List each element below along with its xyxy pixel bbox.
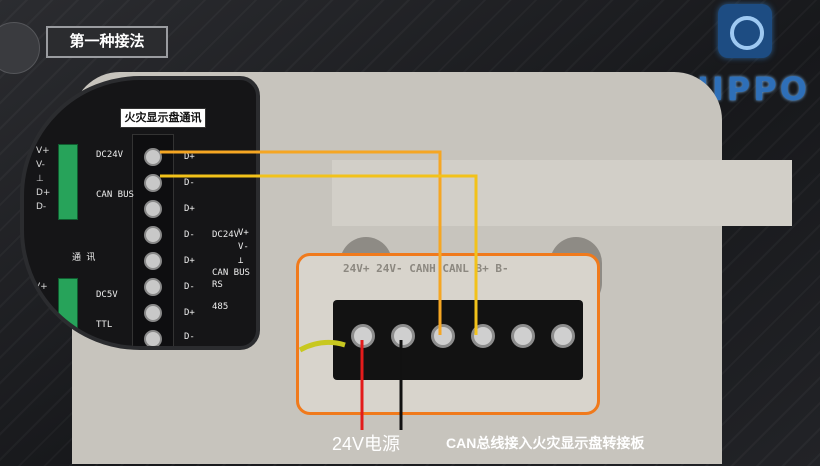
pin-label: V+: [36, 146, 50, 156]
board-screw: [471, 324, 495, 348]
wire-yellow: [160, 174, 478, 335]
screw: [144, 252, 162, 270]
right-pin: V+: [238, 228, 249, 238]
board-screw: [431, 324, 455, 348]
board-screw: [511, 324, 535, 348]
pin-label: D+: [36, 188, 51, 198]
green-connector-top: [58, 144, 78, 220]
side-label: 通 讯: [72, 253, 96, 263]
panel-recess: [332, 160, 792, 226]
terminal-label: D-: [184, 332, 195, 342]
pin-label: TXD: [30, 318, 49, 328]
wire-ground: [298, 339, 346, 353]
terminal-label: D-: [184, 282, 195, 292]
pin-label: V+: [34, 282, 48, 292]
board-terminal-block: [333, 300, 583, 380]
screw: [144, 278, 162, 296]
side-label: TTL: [96, 320, 113, 330]
board-screw: [551, 324, 575, 348]
right-pin: ⊥: [238, 256, 244, 266]
terminal-label: D-: [184, 178, 195, 188]
terminal-label: D+: [184, 308, 195, 318]
caption-power: 24V电源: [332, 434, 401, 454]
logo-icon: [730, 16, 764, 50]
right-label: 485: [212, 302, 229, 312]
terminal-label: D+: [184, 256, 195, 266]
pin-label: ⊥: [36, 174, 44, 184]
right-pin: V-: [238, 242, 249, 252]
caption-can: CAN总线接入火灾显示盘转接板: [446, 435, 645, 451]
screw: [144, 148, 162, 166]
zoom-label: 火灾显示盘通讯: [120, 108, 206, 128]
right-label: DC24V: [212, 230, 240, 240]
pin-label: D-: [36, 202, 47, 212]
pin-label: RXD: [30, 306, 50, 316]
screw: [144, 200, 162, 218]
adapter-board: 24V+ 24V- CANH CANL B+ B-: [296, 253, 600, 415]
screw: [144, 226, 162, 244]
right-label: RS: [212, 280, 223, 290]
side-label: DC24V: [96, 150, 124, 160]
terminal-label: D+: [184, 204, 195, 214]
pin-label: V-: [34, 294, 43, 304]
screw: [144, 304, 162, 322]
side-label: CAN BUS: [96, 190, 134, 200]
right-label: CAN BUS: [212, 268, 250, 278]
pin-label: V-: [36, 160, 45, 170]
board-top-text: 24V+ 24V- CANH CANL B+ B-: [343, 262, 509, 275]
side-label: DC5V: [96, 290, 118, 300]
terminal-label: D+: [184, 152, 195, 162]
wire-orange: [160, 150, 442, 335]
screw: [144, 330, 162, 346]
terminal-label: D-: [184, 230, 195, 240]
page-title: 第一种接法: [46, 26, 168, 58]
board-screw: [391, 324, 415, 348]
green-connector-bottom: [58, 278, 78, 334]
screw: [144, 174, 162, 192]
